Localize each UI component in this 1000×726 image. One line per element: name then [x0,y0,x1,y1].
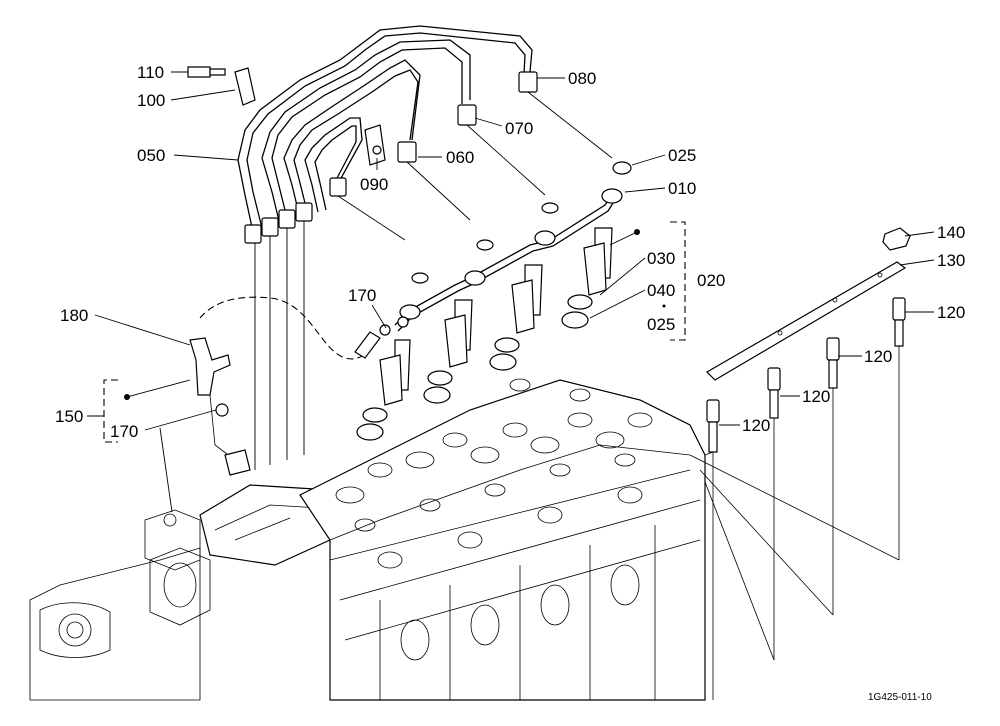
callout-040: 040 [647,281,675,300]
callout-110: 110 [137,63,164,82]
callout-030: 030 [647,249,675,268]
callout-120-d: 120 [742,416,770,435]
callout-120-b: 120 [864,347,892,366]
callout-140: 140 [937,223,965,242]
callout-120-c: 120 [802,387,830,406]
callout-070: 070 [505,119,533,138]
callout-170-top: 170 [348,286,376,305]
return-hose [189,296,409,476]
callout-150: 150 [55,407,83,426]
callout-025-bottom: 025 [647,315,675,334]
callout-180: 180 [60,306,88,325]
callout-060: 060 [446,148,474,167]
glow-plug-assembly [689,227,911,700]
callout-090: 090 [360,175,388,194]
callout-170-bottom: 170 [110,422,138,441]
clamps [187,66,386,166]
callout-025-top: 025 [668,146,696,165]
callout-010: 010 [668,179,696,198]
engine-block-drawing [29,378,706,701]
drawing-reference-code: 1G425-011-10 [868,692,932,703]
callout-130: 130 [937,251,965,270]
callout-080: 080 [568,69,596,88]
callout-120-a: 120 [937,303,965,322]
callout-100: 100 [137,91,165,110]
leak-off-pipe [394,161,632,332]
callout-020: 020 [697,271,725,290]
callout-labels: 110 100 050 090 060 070 080 025 010 030 … [55,63,965,703]
injector-nozzles [356,227,613,441]
injection-pipes [237,25,533,233]
head-ports [335,378,653,569]
leader-lines [87,71,935,513]
callout-050: 050 [137,146,165,165]
pipe-nuts-pump [244,71,538,244]
